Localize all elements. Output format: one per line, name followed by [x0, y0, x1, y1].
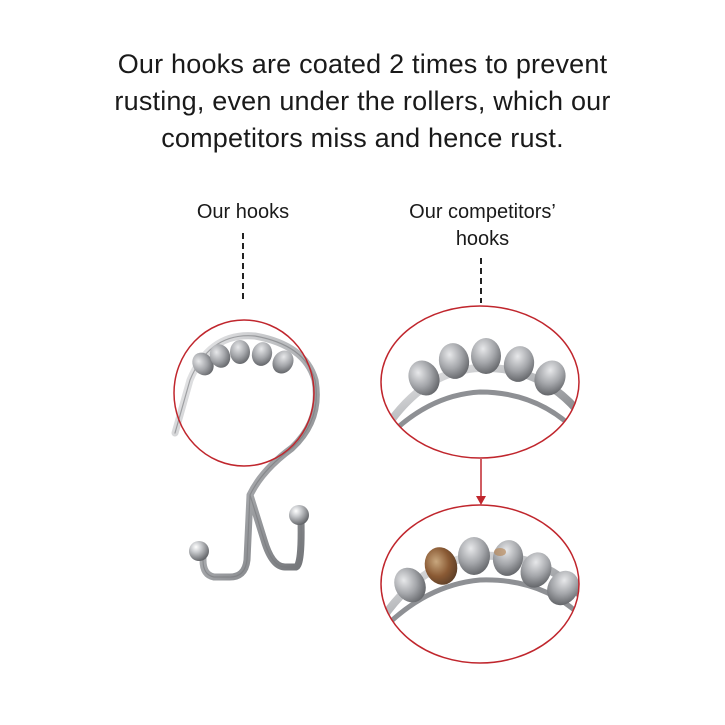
our-hook-wire	[171, 332, 320, 581]
label-competitors-hooks: Our competitors’ hooks	[370, 199, 595, 253]
callout-competitor-rusted	[380, 504, 580, 664]
arrow-head	[476, 496, 486, 505]
competitor-hook-rusted	[381, 537, 579, 634]
callout-our-hook	[173, 319, 315, 467]
callout-competitor-new	[380, 305, 580, 459]
headline: Our hooks are coated 2 times to prevent …	[40, 46, 685, 157]
label-our-hooks-line-1: Our hooks	[196, 201, 290, 223]
our-hook-end-ball-left	[189, 541, 209, 561]
label-competitors-line-1: Our competitors’	[409, 201, 556, 223]
headline-line-1: Our hooks are coated 2 times to prevent	[117, 49, 608, 79]
headline-line-2: rusting, even under the rollers, which o…	[114, 86, 611, 116]
headline-line-3: competitors miss and hence rust.	[161, 123, 564, 153]
our-hook-end-ball-right	[289, 505, 309, 525]
competitor-hook-closeup	[381, 338, 579, 447]
our-hook-rollers	[192, 340, 294, 376]
label-our-hooks: Our hooks	[168, 199, 318, 226]
label-competitors-line-2: hooks	[455, 228, 510, 250]
